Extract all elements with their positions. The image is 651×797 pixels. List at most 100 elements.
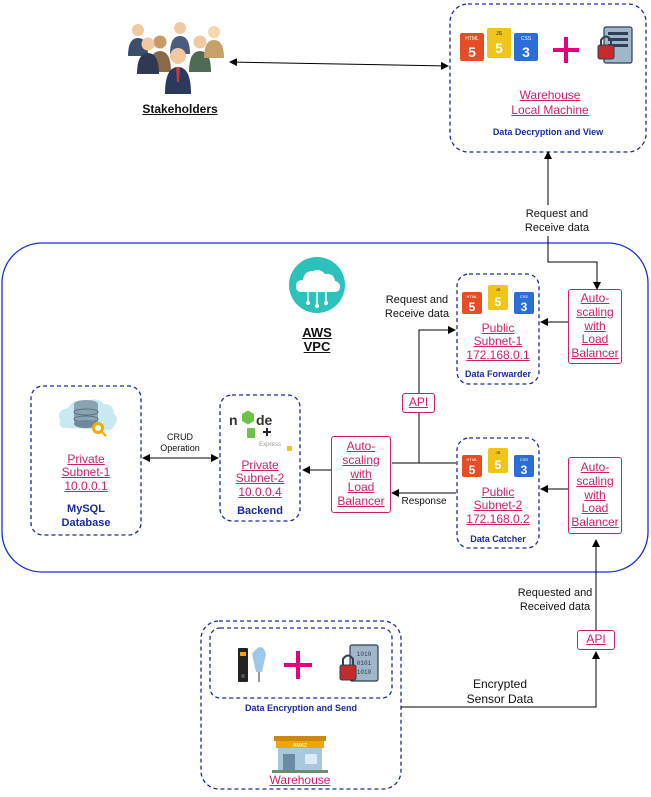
autoscaling-inner-box: Auto- scaling with Load Balancer	[331, 436, 391, 513]
box-line: with	[584, 318, 606, 333]
database-icon	[59, 399, 117, 437]
svg-text:5: 5	[469, 463, 476, 477]
subnet-line: Subnet-1	[473, 334, 523, 349]
api-bottom-box: API	[577, 630, 615, 650]
svg-text:HTML: HTML	[467, 294, 479, 299]
stakeholders-icon	[128, 22, 224, 94]
subnet-line: Subnet-1	[61, 465, 111, 480]
svg-text:3: 3	[522, 44, 530, 60]
private-subnet-2-label: Private Subnet-2 10.0.0.4	[221, 458, 299, 499]
svg-text:CSS: CSS	[520, 294, 529, 299]
box-line: Auto-	[580, 460, 610, 474]
svg-text:JS: JS	[496, 450, 501, 455]
public-subnet-1-caption: Data Forwarder	[464, 369, 532, 379]
svg-text:5: 5	[495, 295, 502, 309]
plus-icon-bottom	[284, 651, 312, 679]
svg-text:5: 5	[469, 300, 476, 314]
svg-text:CSS: CSS	[521, 36, 532, 42]
aws-vpc-cloud-icon	[289, 257, 345, 313]
edge-label-requested-received: Requested and Received data	[510, 587, 600, 615]
vpc-container	[1, 242, 649, 573]
subnet-line: 172.168.0.2	[466, 511, 530, 526]
sensor-device-icon	[238, 647, 266, 682]
js-icon: JS5	[487, 28, 511, 58]
box-line: with	[350, 466, 372, 481]
edge-label-line: Request and	[385, 294, 449, 306]
subnet-line: Subnet-2	[473, 498, 523, 513]
stakeholders-arrow	[229, 58, 449, 70]
public-subnet-1-js-icon: JS 5	[488, 285, 508, 310]
edge-label-line: Receive data	[384, 307, 450, 320]
encrypted-file-icon: 1010 0101 1010	[339, 644, 379, 682]
edge-label-line: Operation	[160, 443, 200, 454]
edge-label-line: Received data	[519, 600, 591, 613]
box-line: Load	[347, 480, 375, 495]
public-subnet-1-box	[456, 273, 540, 385]
autoscaling-mid-box: Auto- scaling with Load Balancer	[568, 457, 622, 534]
subnet-line: Public	[481, 485, 515, 499]
svg-text:5: 5	[468, 44, 476, 60]
vpc-label: AWS VPC	[292, 325, 342, 355]
svg-text:JS: JS	[496, 287, 501, 292]
svg-text:HTML: HTML	[465, 36, 479, 42]
svg-text:5: 5	[495, 40, 503, 56]
edge-label-line: Receive data	[524, 221, 590, 234]
box-line: Auto-	[346, 439, 376, 453]
box-line: Load	[581, 332, 609, 347]
subnet-line: Private	[241, 458, 279, 472]
box-line: scaling	[342, 452, 380, 467]
public-subnet-1-label: Public Subnet-1 172.168.0.1	[458, 321, 538, 362]
box-line: Balancer	[571, 515, 619, 530]
box-line: Load	[581, 501, 609, 516]
api-inner-box: API	[402, 393, 435, 413]
svg-text:de: de	[256, 412, 273, 428]
warehouse-local-line2: Local Machine	[511, 103, 589, 117]
edge-label-line: Request and	[525, 208, 589, 220]
express-label: Express	[259, 442, 281, 448]
public-subnet-2-js-icon: JS 5	[488, 448, 508, 473]
warehouse-outer-box	[200, 620, 402, 790]
edge-label-request-receive-top: Request and Receive data	[512, 208, 602, 236]
private-subnet-2-caption: Backend	[237, 505, 283, 517]
warehouse-local-caption: Data Decryption and View	[492, 127, 604, 137]
edge-label-response: Response	[401, 496, 447, 507]
svg-text:5: 5	[495, 458, 502, 472]
caption-line: MySQL	[67, 503, 105, 515]
subnet-line: Public	[481, 321, 515, 335]
private-subnet-1-caption: MySQL Database	[40, 503, 132, 531]
svg-text:1010: 1010	[357, 651, 372, 658]
css3-icon: CSS 3	[514, 33, 538, 61]
edge-label-encrypted: Encrypted Sensor Data	[455, 677, 545, 707]
subnet-line: Subnet-2	[235, 471, 285, 486]
svg-text:n: n	[229, 412, 238, 428]
caption-line: Database	[61, 516, 111, 529]
api-inner-to-subnet1	[418, 326, 456, 393]
stakeholders-label: Stakeholders	[142, 102, 218, 116]
vpc-label-line1: AWS	[302, 325, 332, 340]
edge-label-line: Encrypted	[472, 677, 528, 691]
top-request-line	[547, 236, 601, 290]
svg-text:CSS: CSS	[520, 457, 529, 462]
private-subnet-1-box	[30, 385, 142, 536]
box-line: Auto-	[580, 291, 610, 305]
autoscaling-top-box: Auto- scaling with Load Balancer	[568, 289, 622, 364]
box-line: Balancer	[571, 346, 619, 361]
warehouse-inner-box	[209, 627, 393, 699]
edge-label-line: CRUD	[167, 432, 193, 442]
box-line: scaling	[576, 473, 614, 488]
warehouse-caption: Data Encryption and Send	[244, 703, 358, 713]
edge-label-line: Requested and	[517, 587, 593, 599]
svg-text:0101: 0101	[357, 660, 372, 667]
warehouse-building-icon: AMAZ	[272, 736, 328, 773]
encrypted-data-icon	[597, 26, 633, 64]
private-subnet-1-label: Private Subnet-1 10.0.0.1	[40, 452, 132, 493]
warehouse-sign: AMAZ	[293, 743, 307, 749]
box-line: scaling	[576, 304, 614, 319]
plus-icon	[553, 37, 579, 63]
private-subnet-2-box	[219, 394, 301, 522]
public-subnet-2-box	[456, 437, 540, 549]
